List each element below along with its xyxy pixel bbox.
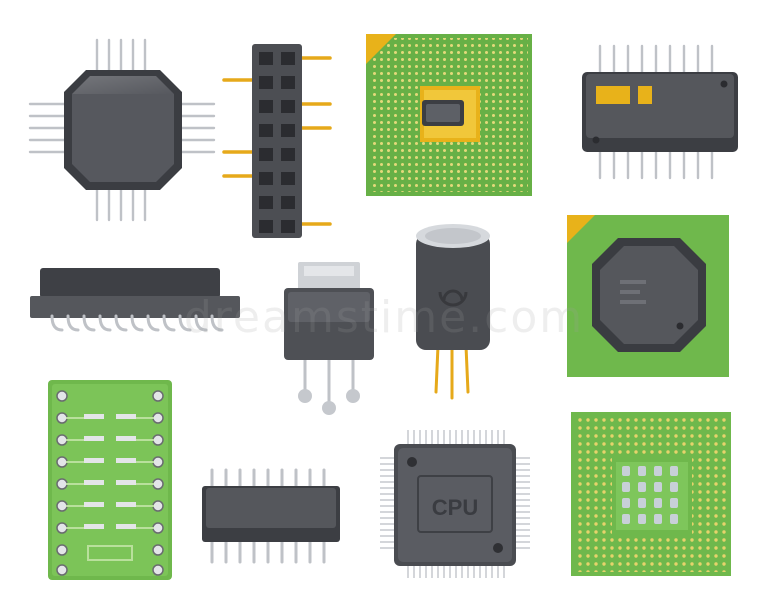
cpu-die-on-green-board — [366, 34, 532, 196]
soic-chip-gold-label — [582, 44, 738, 180]
green-board-octagon-processor — [567, 215, 729, 377]
dip-chip — [202, 468, 340, 564]
cpu-qfp-chip: CPU — [380, 430, 530, 578]
dip-adapter-pcb — [48, 380, 172, 580]
bga-package — [571, 412, 731, 576]
to220-voltage-regulator — [284, 262, 374, 415]
cpu-label: CPU — [432, 495, 478, 520]
sip-inductor-chip — [30, 268, 240, 332]
electrolytic-capacitor — [416, 224, 490, 400]
qfp-square-chip — [28, 38, 216, 222]
pin-header-connector — [222, 44, 332, 238]
